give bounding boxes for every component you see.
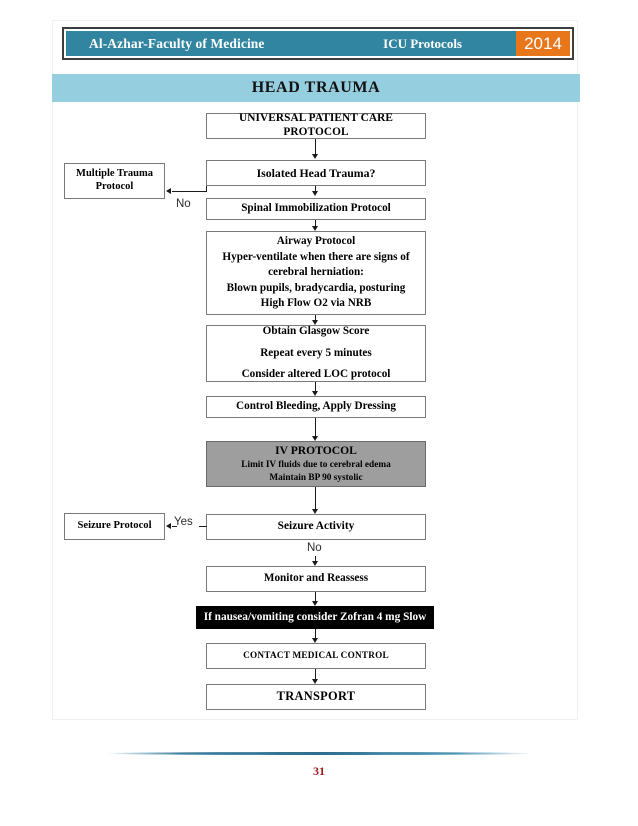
connector-seizure-to-protocol [172, 526, 177, 527]
flow-node-glasgow-score: Obtain Glasgow Score Repeat every 5 minu… [206, 325, 426, 382]
connector-isolated-to-multiple [172, 191, 207, 192]
page-title: HEAD TRAUMA [251, 79, 381, 96]
edge-label-yes-seizure: Yes [174, 516, 193, 528]
node-text: CONTACT MEDICAL CONTROL [243, 650, 389, 661]
flow-node-transport: TRANSPORT [206, 684, 426, 710]
connector-seizure-stub [199, 526, 207, 527]
flow-node-iv-protocol: IV PROTOCOL Limit IV fluids due to cereb… [206, 441, 426, 487]
node-text-line-1: Obtain Glasgow Score [262, 325, 370, 338]
arrow-control-bleeding-to-iv [311, 436, 318, 441]
node-text-line-3: cerebral herniation: [268, 266, 364, 279]
node-text: Seizure Protocol [77, 520, 152, 532]
node-text: TRANSPORT [276, 689, 356, 704]
connector-contact-to-transport [315, 669, 316, 679]
node-text-line-5: High Flow O2 via NRB [260, 297, 372, 310]
arrow-zofran-to-contact [311, 638, 318, 643]
flow-node-monitor-and-reassess: Monitor and Reassess [206, 566, 426, 592]
connector-glasgow-to-control-bleeding [315, 382, 316, 391]
arrow-universal-to-isolated [311, 154, 318, 159]
flow-node-spinal-immobilization: Spinal Immobilization Protocol [206, 198, 426, 220]
flow-node-multiple-trauma-protocol: Multiple Trauma Protocol [64, 163, 165, 199]
connector-control-bleeding-to-iv [315, 418, 316, 436]
node-text-line-2: Protocol [95, 181, 134, 193]
flow-node-seizure-protocol: Seizure Protocol [64, 513, 165, 540]
connector-isolated-to-spinal [315, 186, 316, 191]
node-text: Isolated Head Trauma? [256, 165, 376, 180]
institution-title: Al-Azhar-Faculty of Medicine [89, 35, 265, 51]
connector-monitor-to-zofran [315, 592, 316, 601]
flow-node-contact-medical-control: CONTACT MEDICAL CONTROL [206, 643, 426, 669]
flow-node-airway-protocol: Airway Protocol Hyper-ventilate when the… [206, 231, 426, 315]
flow-node-seizure-activity: Seizure Activity [206, 514, 426, 540]
node-text-line-3: Maintain BP 90 systolic [269, 472, 363, 483]
connector-isolated-drop [206, 186, 207, 192]
connector-zofran-to-contact [315, 629, 316, 638]
node-text: Control Bleeding, Apply Dressing [236, 400, 396, 413]
connector-spinal-to-airway [315, 220, 316, 226]
header-inner-band: Al-Azhar-Faculty of Medicine ICU Protoco… [66, 31, 570, 56]
arrow-seizure-to-protocol [166, 522, 171, 529]
year-badge: 2014 [516, 31, 570, 56]
edge-label-no-multiple-trauma: No [176, 198, 191, 210]
node-text: Monitor and Reassess [263, 572, 369, 585]
page-number: 31 [313, 764, 325, 778]
node-text-line-1: Multiple Trauma [76, 167, 153, 179]
connector-iv-to-seizure-activity [315, 487, 316, 509]
arrow-seizure-to-monitor [311, 561, 318, 566]
node-text-line-1: Airway Protocol [276, 234, 356, 247]
connector-airway-to-glasgow [315, 315, 316, 320]
edge-label-no-seizure: No [307, 542, 322, 554]
node-text-line-3: Consider altered LOC protocol [241, 368, 391, 381]
arrow-airway-to-glasgow [311, 320, 318, 325]
node-text: UNIVERSAL PATIENT CARE PROTOCOL [238, 112, 394, 138]
arrow-monitor-to-zofran [311, 601, 318, 606]
connector-universal-to-isolated [315, 139, 316, 155]
document-header-bar: Al-Azhar-Faculty of Medicine ICU Protoco… [62, 27, 574, 60]
node-text-line-2: Repeat every 5 minutes [260, 346, 372, 359]
node-text-line-2: Hyper-ventilate when there are signs of [222, 250, 410, 263]
node-text: Seizure Activity [277, 520, 355, 533]
arrow-isolated-to-multiple [166, 187, 171, 194]
footer-divider [104, 752, 534, 755]
arrow-iv-to-seizure-activity [311, 509, 318, 514]
section-title-band: HEAD TRAUMA [52, 74, 580, 102]
flow-node-isolated-head-trauma: Isolated Head Trauma? [206, 160, 426, 186]
node-text: If nausea/vomiting consider Zofran 4 mg … [203, 610, 427, 623]
node-text-title: IV PROTOCOL [275, 444, 357, 458]
page-content-frame [52, 20, 578, 720]
arrow-glasgow-to-control-bleeding [311, 391, 318, 396]
arrow-contact-to-transport [311, 679, 318, 684]
flow-node-zofran: If nausea/vomiting consider Zofran 4 mg … [196, 606, 434, 629]
protocol-category-label: ICU Protocols [383, 35, 462, 51]
node-text-line-2: Limit IV fluids due to cerebral edema [241, 460, 391, 471]
node-text: Spinal Immobilization Protocol [241, 202, 391, 215]
flow-node-control-bleeding: Control Bleeding, Apply Dressing [206, 396, 426, 418]
flow-node-universal-patient-care: UNIVERSAL PATIENT CARE PROTOCOL [206, 112, 426, 139]
node-text-line-4: Blown pupils, bradycardia, posturing [226, 281, 406, 294]
arrow-spinal-to-airway [311, 226, 318, 231]
connector-seizure-to-monitor [315, 556, 316, 561]
arrow-isolated-to-spinal [311, 191, 318, 196]
